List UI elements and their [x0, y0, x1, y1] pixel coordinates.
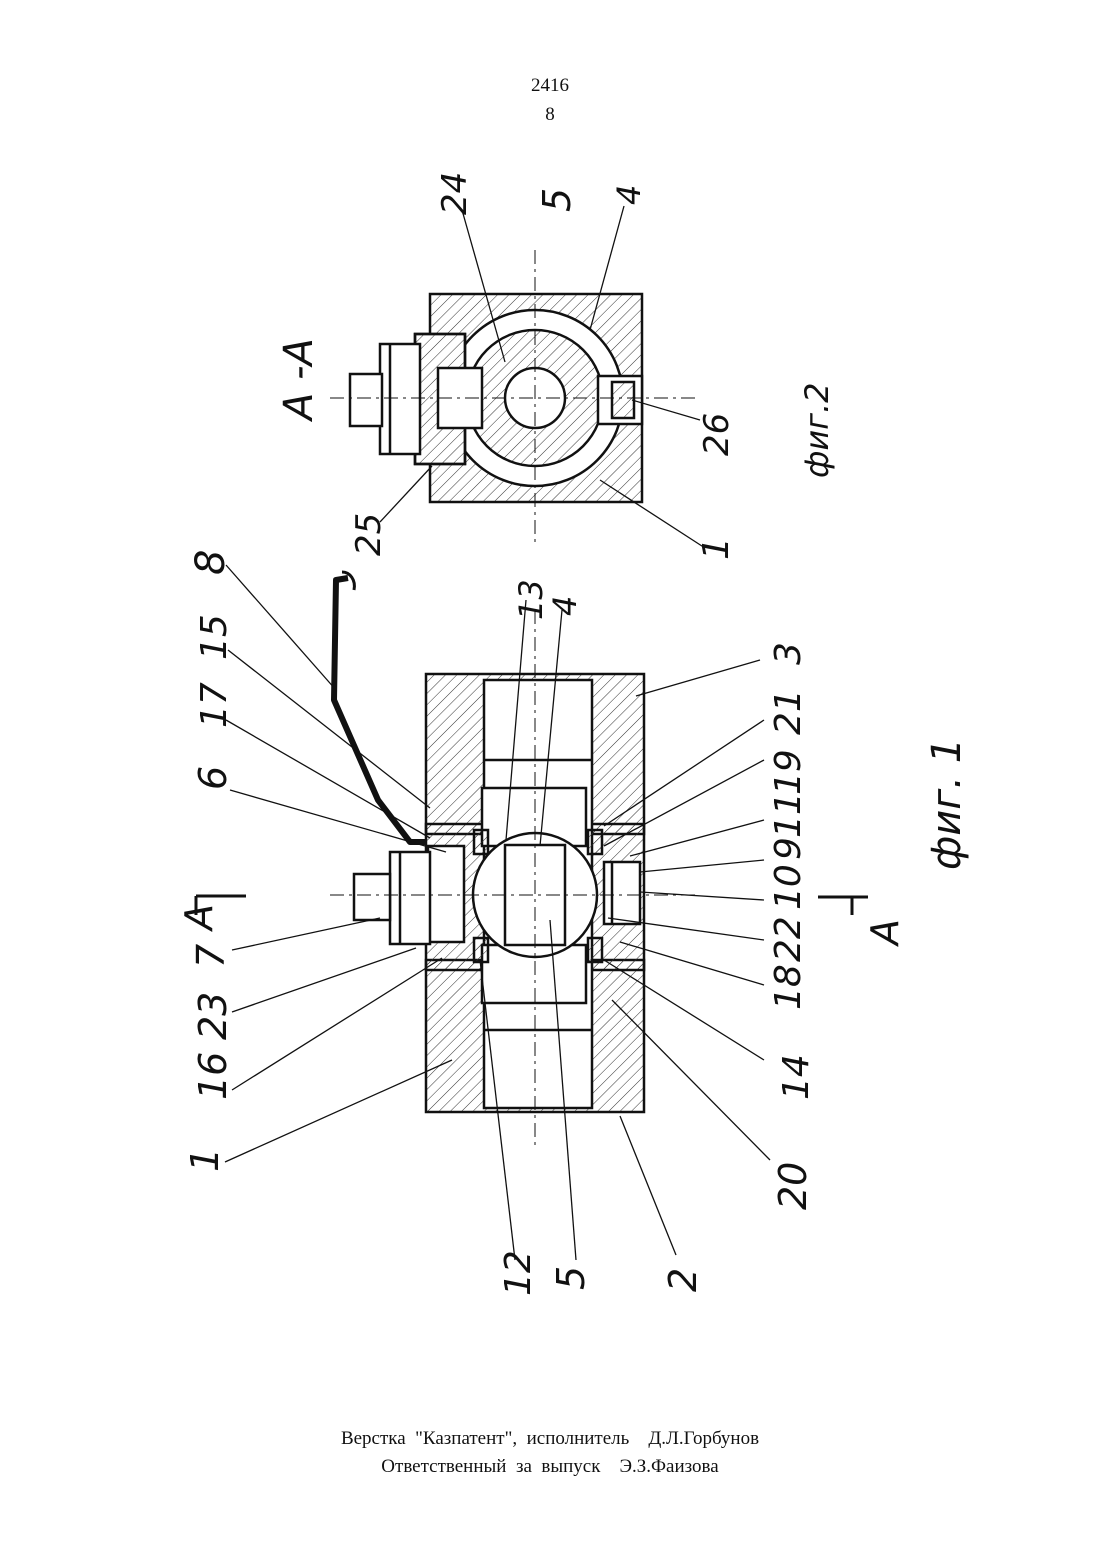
section-title-aa: A -A	[276, 338, 322, 423]
callout-15: 15	[194, 614, 235, 660]
callout-2: 2	[661, 1268, 705, 1292]
callout-16: 16	[191, 1052, 235, 1100]
callout-5-fig1: 5	[549, 1266, 593, 1290]
callout-17: 17	[194, 682, 235, 728]
callout-6: 6	[191, 766, 235, 790]
callout-9: 9	[768, 837, 809, 860]
footer-layout-credit: Верстка "Казпатент", исполнитель Д.Л.Гор…	[0, 1428, 1100, 1450]
section-mark-right: A	[863, 919, 907, 948]
callout-1-fig1: 1	[183, 1148, 227, 1172]
callout-1-fig2: 1	[696, 537, 737, 560]
callout-5-fig2: 5	[535, 188, 579, 212]
callout-12: 12	[498, 1250, 539, 1296]
callout-4-fig2: 4	[610, 185, 648, 205]
callout-26: 26	[697, 413, 737, 456]
callout-18: 18	[768, 964, 809, 1010]
figure-1-drawing	[196, 565, 868, 1260]
callout-20: 20	[771, 1162, 815, 1210]
callout-23: 23	[191, 992, 235, 1040]
callout-21: 21	[768, 689, 809, 735]
callout-11: 11	[768, 792, 809, 838]
figure-2-drawing	[330, 206, 705, 548]
callout-19: 19	[768, 749, 809, 795]
figure-1-caption: фиг. 1	[924, 738, 970, 870]
figure-2-caption: фиг.2	[798, 383, 836, 479]
callout-25: 25	[349, 513, 389, 556]
footer-responsible: Ответственный за выпуск Э.З.Фаизова	[0, 1456, 1100, 1478]
callout-3: 3	[768, 642, 809, 665]
callout-24: 24	[435, 172, 475, 215]
callout-10: 10	[768, 864, 809, 910]
callout-4-fig1: 4	[546, 596, 584, 616]
section-mark-left: A	[177, 904, 221, 933]
callout-7: 7	[189, 944, 233, 968]
callout-13: 13	[512, 579, 550, 620]
callout-8: 8	[188, 550, 234, 575]
callout-14: 14	[776, 1054, 817, 1100]
callout-22: 22	[768, 916, 809, 962]
